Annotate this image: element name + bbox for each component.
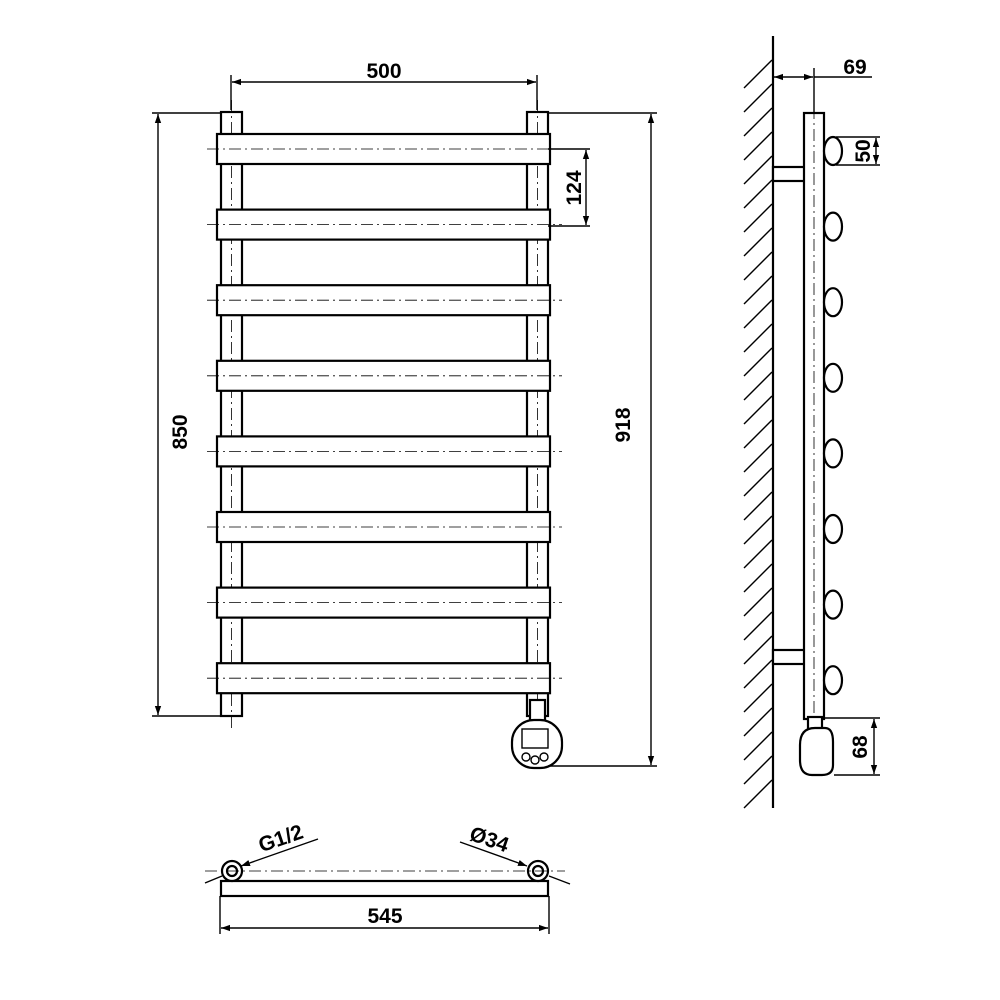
dim-heater-height: 68: [849, 735, 872, 759]
hatch-line: [743, 707, 773, 737]
hatch-line: [743, 155, 773, 185]
rungs-group: [207, 132, 562, 695]
diameter-leader-tail: [548, 875, 571, 885]
hatch-line: [743, 563, 773, 593]
rung-section: [822, 513, 844, 545]
rung-section: [822, 287, 844, 318]
front-view: 500 124 850 918: [152, 60, 657, 770]
thread-leader-tail: [204, 875, 223, 884]
hatch-line: [743, 539, 773, 569]
hatch-line: [743, 659, 773, 689]
top-view: G1/2 Ø34 545: [204, 821, 571, 934]
hatch-line: [743, 59, 773, 89]
hatch-line: [743, 611, 773, 641]
rung-section: [822, 665, 844, 696]
hatch-line: [743, 635, 773, 665]
diameter-leader: [459, 841, 528, 867]
hatch-line: [743, 131, 773, 161]
heater-neck: [528, 698, 547, 724]
hatch-line: [743, 203, 773, 233]
hatch-line: [743, 491, 773, 521]
hatch-line: [743, 515, 773, 545]
rung-section: [822, 211, 844, 242]
thread-leader: [240, 838, 319, 867]
rung-section: [822, 589, 844, 620]
side-heater-body: [798, 726, 835, 777]
heater-display-icon: [521, 728, 549, 749]
hatch-line: [743, 347, 773, 377]
hatch-line: [743, 275, 773, 305]
hatch-line: [743, 755, 773, 785]
hatch-line: [743, 107, 773, 137]
hatch-line: [743, 299, 773, 329]
hatch-line: [743, 443, 773, 473]
dim-total-height: 918: [612, 407, 635, 442]
dim-rung-depth: 50: [852, 139, 875, 162]
side-view: 69 50 68: [743, 36, 880, 809]
dim-width-between-axes: 500: [366, 60, 401, 83]
hatch-line: [743, 323, 773, 353]
rung-section: [822, 362, 844, 393]
rung-section: [822, 438, 844, 469]
hatch-line: [743, 467, 773, 497]
dim-wall-distance: 69: [843, 56, 866, 79]
dim-height-between-axes: 850: [169, 414, 192, 449]
hatch-line: [743, 227, 773, 257]
hatch-line: [743, 395, 773, 425]
hatch-line: [743, 83, 773, 113]
top-rung: [219, 879, 550, 898]
hatch-line: [743, 371, 773, 401]
bottom-bracket: [771, 648, 807, 666]
heater-button-icon: [530, 755, 540, 765]
electric-heater: [510, 698, 564, 770]
wall-hatching: [743, 59, 773, 809]
hatch-line: [743, 251, 773, 281]
top-bracket: [771, 165, 807, 183]
dim-rung-pitch: 124: [563, 170, 586, 205]
hatch-line: [743, 683, 773, 713]
hatch-line: [743, 779, 773, 809]
heater-button-icon: [539, 752, 549, 762]
side-rungs-group: [822, 135, 844, 696]
hatch-line: [743, 731, 773, 761]
heater-button-icon: [521, 752, 531, 762]
heater-body: [510, 718, 564, 770]
hatch-line: [743, 587, 773, 617]
dim-total-width: 545: [367, 905, 402, 928]
hatch-line: [743, 179, 773, 209]
hatch-line: [743, 419, 773, 449]
rung-section: [822, 135, 844, 167]
